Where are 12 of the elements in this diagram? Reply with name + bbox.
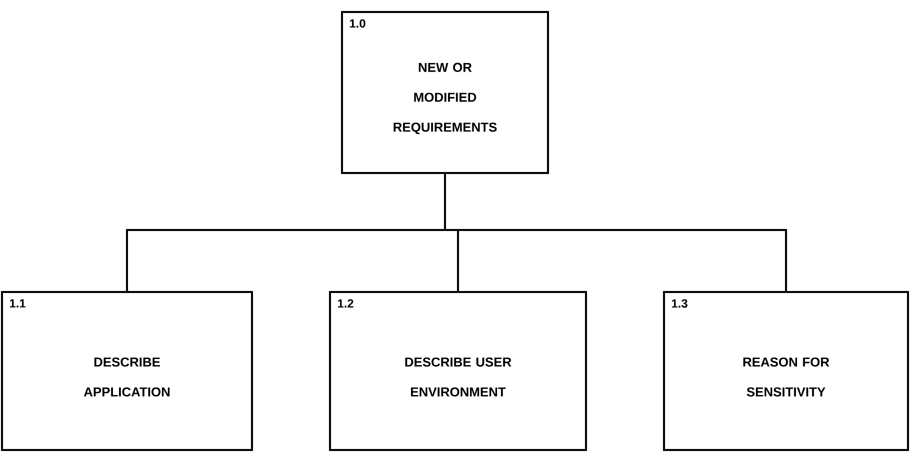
box-number: 1.1 bbox=[10, 299, 26, 308]
process-box bbox=[329, 291, 587, 451]
box-title: DESCRIBE APPLICATION bbox=[84, 357, 170, 397]
process-box bbox=[663, 291, 909, 451]
box-title: DESCRIBE USER ENVIRONMENT bbox=[405, 357, 512, 397]
box-title: REASON FOR SENSITIVITY bbox=[743, 357, 830, 397]
process-box bbox=[1, 291, 253, 451]
box-number: 1.0 bbox=[350, 19, 366, 28]
process-box bbox=[341, 11, 549, 174]
box-number: 1.3 bbox=[672, 299, 688, 308]
box-title: NEW OR MODIFIED REQUIREMENTS bbox=[394, 62, 497, 134]
box-number: 1.2 bbox=[338, 299, 354, 308]
